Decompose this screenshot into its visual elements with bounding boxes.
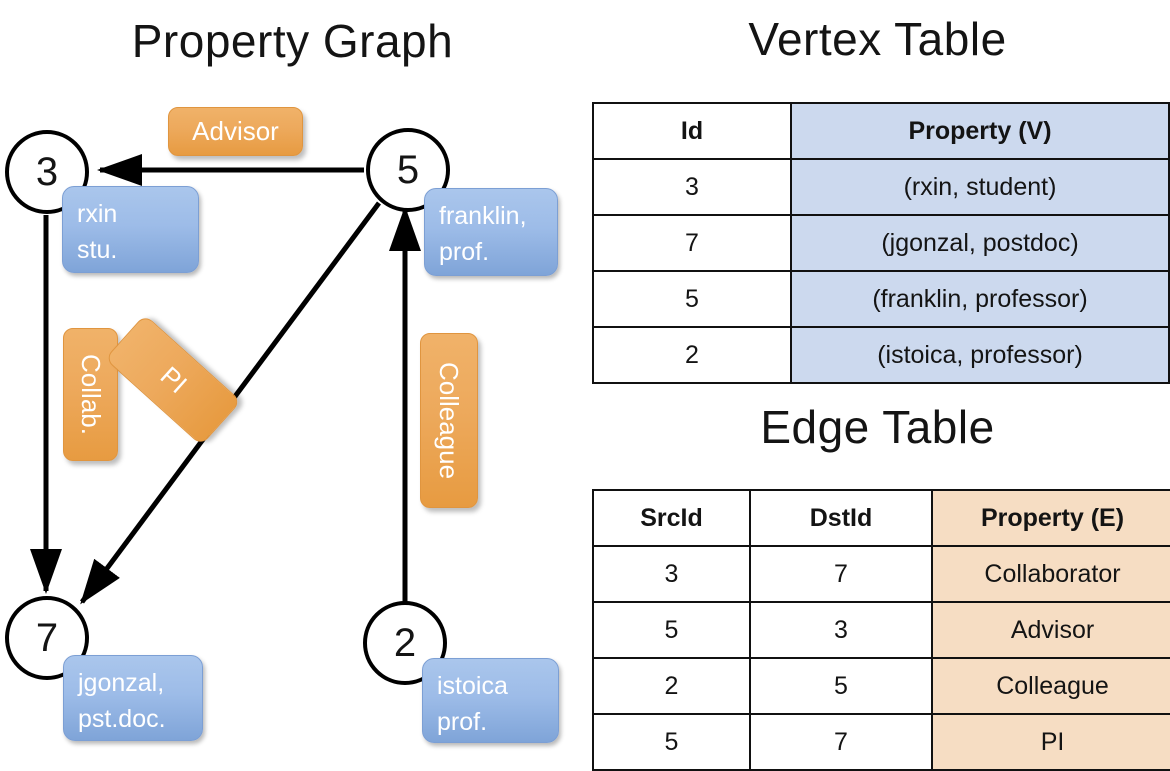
vertex-table: Id Property (V) 3 (rxin, student) 7 (jgo… (592, 102, 1170, 384)
edge-row-1-property: Advisor (931, 601, 1170, 659)
edge-table: SrcId DstId Property (E) 3 7 Collaborato… (592, 489, 1170, 771)
edge-row-1-dst: 3 (749, 601, 933, 659)
vertex-row-1-property: (jgonzal, postdoc) (790, 214, 1170, 272)
edge-label-advisor-text: Advisor (192, 116, 279, 146)
vertex-property-jgonzal-line1: jgonzal, (78, 669, 165, 697)
graph-node-5[interactable]: 5 (366, 128, 450, 212)
vertex-property-rxin-line2: stu. (77, 235, 118, 264)
edge-row-0-src: 3 (592, 545, 751, 603)
graph-node-2[interactable]: 2 (363, 601, 447, 685)
vertex-row-2-id: 5 (592, 270, 792, 328)
edge-row-2-dst: 5 (749, 657, 933, 715)
edge-label-collab-text: Collab. (76, 354, 106, 435)
vertex-property-box-istoica: istoica prof. (422, 658, 559, 743)
edge-row-3-src: 5 (592, 713, 751, 771)
property-graph-diagram: 3 5 7 2 rxin stu. franklin, prof. jgonza… (0, 0, 585, 760)
edge-table-col-dstid: DstId (749, 489, 933, 547)
vertex-row-3-id: 2 (592, 326, 792, 384)
edge-row-0-property: Collaborator (931, 545, 1170, 603)
edge-row-2-property: Colleague (931, 657, 1170, 715)
edge-label-colleague-text: Colleague (434, 361, 465, 480)
vertex-property-istoica-line1: istoica (437, 672, 508, 700)
vertex-table-header-row: Id Property (V) (592, 102, 1170, 160)
table-row[interactable]: 2 5 Colleague (592, 657, 1170, 715)
table-row[interactable]: 3 7 Collaborator (592, 545, 1170, 603)
vertex-property-istoica-line2: prof. (437, 707, 488, 736)
page-title-vertex-table: Vertex Table (748, 13, 1007, 65)
vertex-table-col-property: Property (V) (790, 102, 1170, 160)
edge-table-col-property: Property (E) (931, 489, 1170, 547)
table-row[interactable]: 5 (franklin, professor) (592, 270, 1170, 328)
graph-node-2-label: 2 (393, 620, 417, 665)
vertex-row-0-id: 3 (592, 158, 792, 216)
graph-node-3-label: 3 (35, 149, 59, 194)
table-row[interactable]: 7 (jgonzal, postdoc) (592, 214, 1170, 272)
table-row[interactable]: 5 7 PI (592, 713, 1170, 771)
edge-row-3-property: PI (931, 713, 1170, 771)
edge-row-1-src: 5 (592, 601, 751, 659)
edge-label-pi-text: PI (154, 360, 193, 400)
edge-table-header-row: SrcId DstId Property (E) (592, 489, 1170, 547)
vertex-property-box-rxin: rxin stu. (62, 186, 199, 273)
graph-node-5-label: 5 (396, 147, 420, 192)
vertex-property-franklin-line1: franklin, (439, 202, 527, 230)
vertex-property-box-jgonzal: jgonzal, pst.doc. (63, 655, 203, 741)
vertex-row-0-property: (rxin, student) (790, 158, 1170, 216)
table-row[interactable]: 2 (istoica, professor) (592, 326, 1170, 384)
edge-row-3-dst: 7 (749, 713, 933, 771)
table-row[interactable]: 5 3 Advisor (592, 601, 1170, 659)
edge-label-collab: Collab. (63, 328, 118, 461)
page-title-edge-table: Edge Table (760, 401, 995, 453)
edge-row-0-dst: 7 (749, 545, 933, 603)
vertex-property-jgonzal-line2: pst.doc. (78, 704, 166, 733)
vertex-property-franklin-line2: prof. (439, 237, 490, 266)
vertex-property-rxin-line1: rxin (77, 200, 118, 228)
vertex-table-col-id: Id (592, 102, 792, 160)
graph-node-7-label: 7 (35, 615, 59, 660)
vertex-row-2-property: (franklin, professor) (790, 270, 1170, 328)
vertex-property-box-franklin: franklin, prof. (424, 188, 558, 276)
page-title-property-graph: Property Graph (131, 15, 454, 67)
edge-label-colleague: Colleague (420, 333, 478, 508)
vertex-row-1-id: 7 (592, 214, 792, 272)
edge-row-2-src: 2 (592, 657, 751, 715)
vertex-row-3-property: (istoica, professor) (790, 326, 1170, 384)
table-row[interactable]: 3 (rxin, student) (592, 158, 1170, 216)
edge-label-advisor: Advisor (168, 107, 303, 156)
edge-table-col-srcid: SrcId (592, 489, 751, 547)
